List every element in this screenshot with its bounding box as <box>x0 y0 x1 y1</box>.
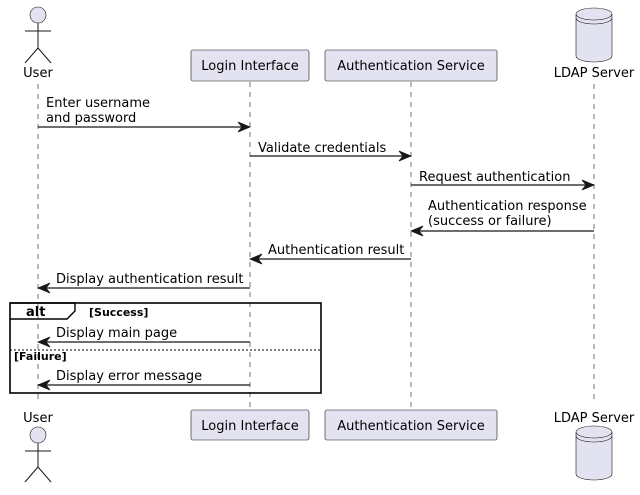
message-display-main-page: Display main page <box>36 326 250 348</box>
arrowhead-left <box>36 282 51 294</box>
participant-ldap-server-top: LDAP Server <box>554 7 635 81</box>
participant-user-bottom: User <box>23 411 53 483</box>
participant-label-authentication-service: Authentication Service <box>337 59 485 74</box>
participant-login-interface-bottom: Login Interface <box>190 409 310 441</box>
participant-login-interface-top: Login Interface <box>190 49 310 82</box>
alt-tab <box>10 302 76 320</box>
message-label: Request authentication <box>419 170 570 185</box>
message-display-error-message: Display error message <box>36 369 250 391</box>
database-icon <box>575 7 613 63</box>
arrowhead-left <box>409 225 424 237</box>
participant-label-user: User <box>23 66 53 81</box>
message-authentication-result: Authentication result <box>248 243 411 265</box>
participant-label-login-interface: Login Interface <box>201 59 298 74</box>
participant-label-ldap-server: LDAP Server <box>554 66 635 81</box>
alt-fragment: alt [Success] [Failure] <box>9 302 322 394</box>
participant-label-authentication-service: Authentication Service <box>337 419 485 434</box>
arrowhead-right <box>237 121 252 133</box>
message-enter-credentials: Enter username and password <box>38 96 252 133</box>
message-label-line2: and password <box>46 111 136 126</box>
actor-icon <box>24 6 52 64</box>
alt-guard-failure: [Failure] <box>14 350 67 363</box>
message-label-line1: Authentication response <box>428 199 587 214</box>
message-label-line2: (success or failure) <box>428 214 552 229</box>
message-label: Display error message <box>56 369 202 384</box>
participant-authentication-service-bottom: Authentication Service <box>324 409 498 441</box>
actor-icon <box>24 426 52 483</box>
arrowhead-left <box>36 336 51 348</box>
alt-guard-success: [Success] <box>89 306 148 319</box>
participant-label-user: User <box>23 411 53 426</box>
message-label: Display authentication result <box>56 272 243 287</box>
message-authentication-response: Authentication response (success or fail… <box>409 199 594 237</box>
arrowhead-right <box>581 179 596 191</box>
arrowhead-right <box>398 150 413 162</box>
message-label: Display main page <box>56 326 177 341</box>
message-display-authentication-result: Display authentication result <box>36 272 250 294</box>
message-validate-credentials: Validate credentials <box>250 141 413 162</box>
participant-label-login-interface: Login Interface <box>201 419 298 434</box>
participant-label-ldap-server: LDAP Server <box>554 411 635 426</box>
arrowhead-left <box>248 253 263 265</box>
database-icon <box>575 425 613 481</box>
participant-authentication-service-top: Authentication Service <box>324 49 498 82</box>
message-label: Validate credentials <box>258 141 387 156</box>
arrowhead-left <box>36 379 51 391</box>
message-label-line1: Enter username <box>46 96 150 111</box>
participant-user-top: User <box>23 6 53 81</box>
participant-ldap-server-bottom: LDAP Server <box>554 411 635 481</box>
message-label: Authentication result <box>268 243 404 258</box>
alt-keyword: alt <box>26 305 45 320</box>
message-request-authentication: Request authentication <box>411 170 596 191</box>
